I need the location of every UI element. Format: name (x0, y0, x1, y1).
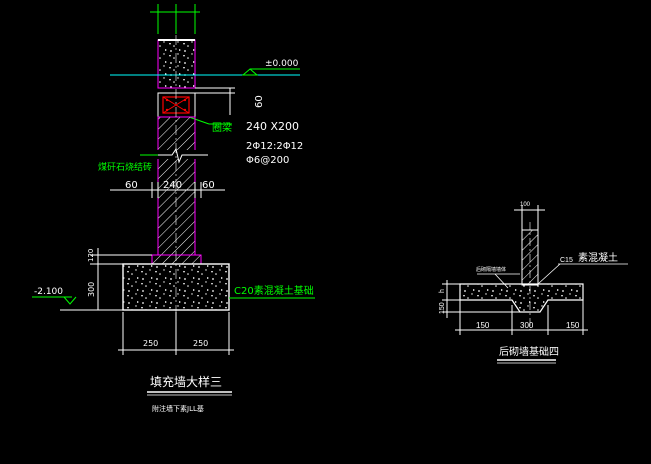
dim-h: h (439, 289, 446, 293)
elevation-bottom-symbol (32, 296, 77, 305)
beam-stirrup: Φ6@200 (246, 155, 289, 166)
upper-wall-concrete (157, 39, 196, 89)
beam-label: 圈梁 (212, 121, 232, 134)
dim-150-vertical: 150 (439, 302, 446, 314)
partition-label: 后砌隔墙墙体 (476, 266, 506, 273)
dim-250-left: 250 (143, 339, 158, 348)
dim-300: 300 (520, 321, 534, 330)
top-dimension (150, 4, 200, 34)
concrete-label: 素混凝土 (578, 251, 618, 264)
wall-width-dimension (110, 182, 225, 198)
beam-rebar: 2Φ12:2Φ12 (246, 141, 303, 152)
detail3-subtitle: 附注墙下素JLL基 (152, 404, 204, 413)
detail-3-infill-wall: ±0.000 60 圈梁 240 X200 2Φ12:2Φ12 Φ6@200 煤… (32, 4, 315, 413)
detail4-width-dims (455, 300, 588, 335)
beam-size: 240 X200 (246, 120, 299, 133)
dim-250-right: 250 (193, 339, 208, 348)
dim-150-right: 150 (566, 321, 580, 330)
detail4-vertical-dims (442, 280, 520, 318)
elevation-bottom-label: -2.100 (34, 287, 63, 297)
detail4-title: 后砌墙基础四 (499, 345, 559, 358)
elevation-top-label: ±0.000 (265, 59, 299, 69)
dim-right-60: 60 (202, 180, 215, 191)
dim-60-vertical (195, 87, 235, 115)
wall-footing-step (151, 254, 202, 265)
detail-4-partition-footing: 100 后砌隔墙墙体 C15 素混凝土 h 150 (439, 202, 628, 364)
dim-300-vertical: 300 (87, 282, 96, 297)
footing-width-dimension (118, 312, 234, 355)
dim-120: 120 (87, 249, 95, 262)
dim-100-marks (514, 205, 545, 230)
footing-vertical-dims (60, 248, 152, 311)
elevation-top-symbol (241, 68, 300, 76)
detail3-title: 填充墙大样三 (150, 374, 222, 389)
footing-label: C20素混凝土基础 (234, 284, 314, 297)
dim-left-60: 60 (125, 180, 138, 191)
dim-100: 100 (520, 202, 531, 208)
dim-150-left: 150 (476, 321, 490, 330)
dim-wall-240: 240 (163, 180, 182, 191)
break-line (140, 147, 208, 164)
wall-label: 煤矸石烧结砖 (98, 161, 152, 173)
dim-60-vertical-label: 60 (254, 95, 265, 108)
c15-label: C15 (560, 257, 573, 264)
slab-footing (459, 283, 584, 313)
